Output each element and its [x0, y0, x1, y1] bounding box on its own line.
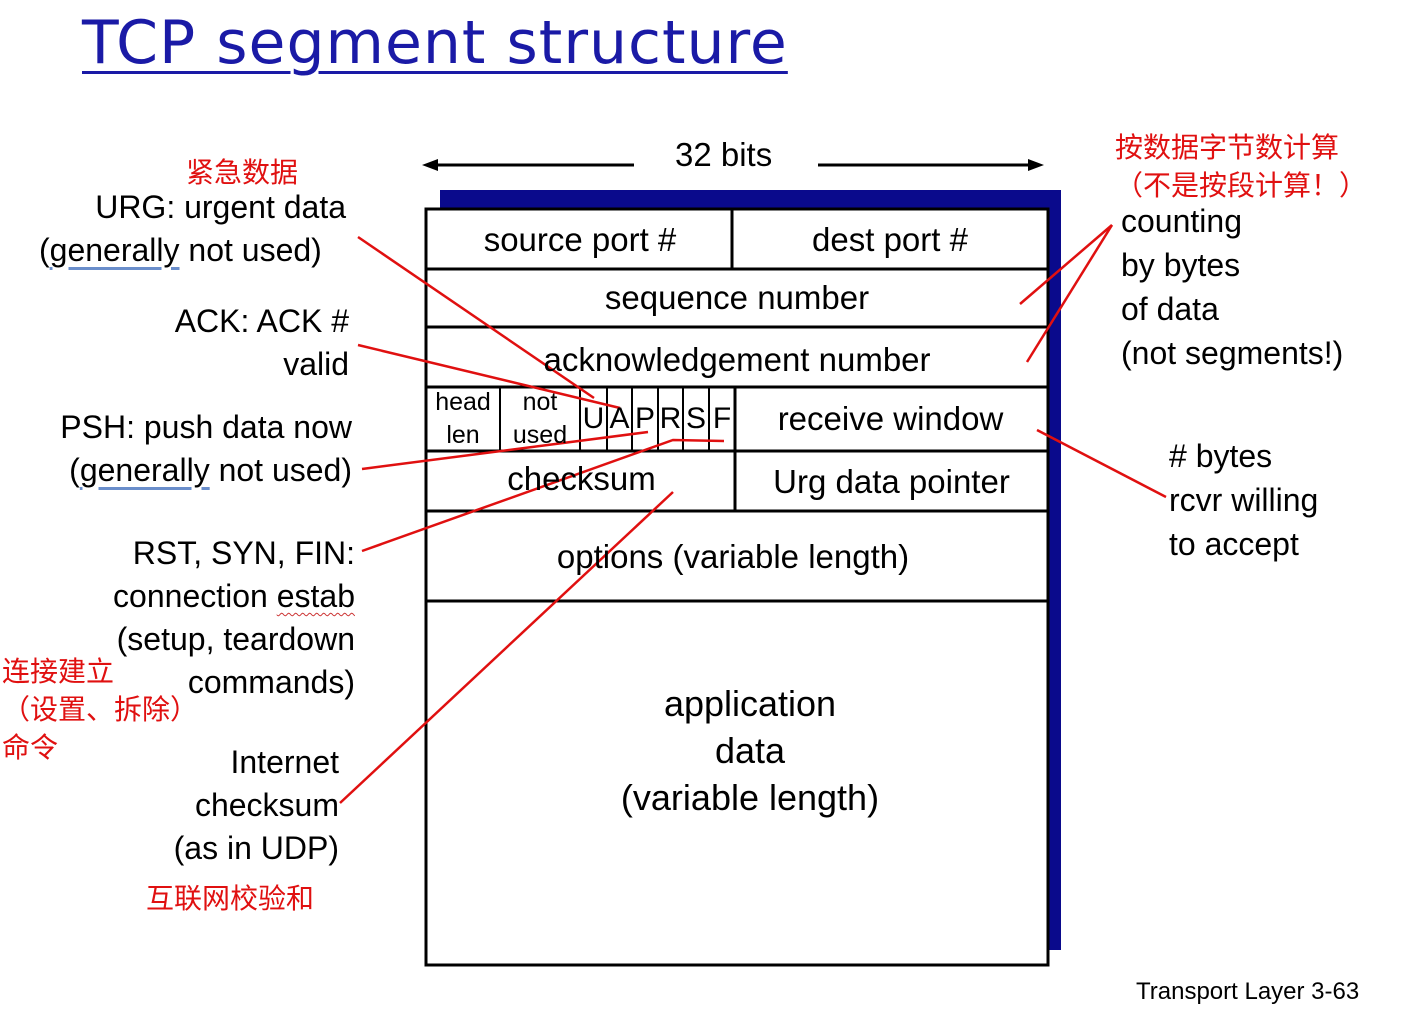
count-cn-line-2: （不是按段计算！）: [1115, 169, 1368, 202]
cs-line-2: checksum: [194, 787, 339, 823]
rst-cn-line-3: 命令: [2, 731, 59, 764]
app-data-line-3: (variable length): [620, 776, 880, 818]
psh-line-2: (generally not used): [60, 449, 352, 492]
count-line-1: counting: [1121, 203, 1242, 239]
segment-box: [424, 207, 1050, 967]
urg-line-1: URG: urgent data: [95, 189, 346, 225]
not-label: not: [522, 388, 558, 416]
rst-line-3: (setup, teardown: [116, 621, 355, 657]
urg-pointer-line: [357, 235, 595, 400]
app-data-line-2: data: [714, 729, 786, 771]
head-label: head: [435, 388, 491, 416]
len-label: len: [446, 421, 480, 449]
application-data-field: application data (variable length): [450, 680, 1050, 820]
psh-annotation: PSH: push data now (generally not used): [60, 406, 352, 492]
ack-pointer-line: [357, 343, 621, 410]
cs-line-3: (as in UDP): [173, 830, 339, 866]
rst-line-2: connection estab: [113, 575, 355, 618]
count-cn-line-1: 按数据字节数计算: [1115, 131, 1340, 164]
sequence-number-field: sequence number: [604, 279, 870, 316]
urg-generally: generally: [49, 232, 180, 268]
psh-generally: generally: [79, 452, 210, 488]
seq-pointer-line: [1019, 224, 1113, 305]
psh-pointer-line: [361, 430, 649, 471]
checksum-annotation: Internet checksum (as in UDP): [174, 741, 339, 870]
rst-annotation: RST, SYN, FIN: connection estab (setup, …: [113, 532, 355, 704]
urg-annotation: URG: urgent data: [95, 186, 346, 229]
ack-annotation: ACK: ACK # valid: [175, 300, 349, 386]
rst-line-1: RST, SYN, FIN:: [132, 535, 355, 571]
receive-window-field: receive window: [777, 400, 1004, 437]
rwnd-line-3: to accept: [1169, 526, 1299, 562]
urg-paren: (: [39, 232, 50, 268]
rwnd-pointer-line: [1036, 428, 1167, 499]
flag-rst: R: [659, 402, 682, 435]
source-port-field: source port #: [483, 221, 677, 258]
rwnd-line-1: # bytes: [1169, 438, 1273, 474]
app-data-line-1: application: [663, 682, 837, 724]
urg-annotation-cn: 紧急数据: [186, 156, 299, 189]
flag-urg: U: [582, 402, 605, 435]
count-line-2: by bytes: [1121, 247, 1241, 283]
count-line-3: of data: [1121, 291, 1219, 327]
rst-pointer-line: [361, 438, 725, 553]
counting-annotation: counting by bytes of data (not segments!…: [1121, 199, 1343, 375]
ack-line-1: ACK: ACK #: [174, 303, 349, 339]
urg-line-2: (generally not used): [39, 229, 322, 272]
rst-cn-line-2: （设置、拆除）: [2, 693, 199, 726]
urg-not-used: not used): [179, 232, 322, 268]
used-label: used: [512, 421, 568, 449]
psh-paren: (: [69, 452, 80, 488]
psh-not-used: not used): [209, 452, 352, 488]
flag-fin: F: [712, 402, 732, 435]
rst-line-4: commands): [187, 664, 355, 700]
rst-connection: connection: [113, 578, 277, 614]
ack-num-pointer-line: [1025, 224, 1114, 363]
ack-number-field: acknowledgement number: [543, 341, 931, 378]
psh-line-1: PSH: push data now: [60, 409, 352, 445]
width-label: 32 bits: [675, 136, 773, 173]
count-line-4: (not segments!): [1121, 335, 1344, 371]
rst-annotation-cn: 连接建立 （设置、拆除） 命令: [2, 653, 198, 767]
not-used-field: not used: [500, 387, 580, 451]
rst-estab: estab: [276, 578, 355, 614]
flag-psh: P: [634, 402, 655, 435]
dest-port-field: dest port #: [812, 221, 968, 258]
checksum-pointer-line: [339, 491, 674, 804]
rwnd-line-2: rcvr willing: [1169, 482, 1319, 518]
urg-pointer-field: Urg data pointer: [773, 463, 1010, 500]
header-length-field: head len: [426, 387, 500, 451]
flag-syn: S: [685, 402, 706, 435]
flag-ack: A: [609, 402, 630, 435]
cs-line-1: Internet: [230, 744, 339, 780]
checksum-annotation-cn: 互联网校验和: [146, 882, 315, 915]
page-title: TCP segment structure: [82, 8, 788, 78]
rwnd-annotation: # bytes rcvr willing to accept: [1169, 434, 1318, 566]
checksum-field: checksum: [507, 460, 656, 497]
rst-cn-line-1: 连接建立: [2, 655, 115, 688]
options-field: options (variable length): [556, 538, 910, 575]
ack-line-2: valid: [283, 346, 349, 382]
counting-annotation-cn: 按数据字节数计算 （不是按段计算！）: [1115, 129, 1367, 205]
slide-footer: Transport Layer 3-63: [1136, 978, 1360, 1005]
